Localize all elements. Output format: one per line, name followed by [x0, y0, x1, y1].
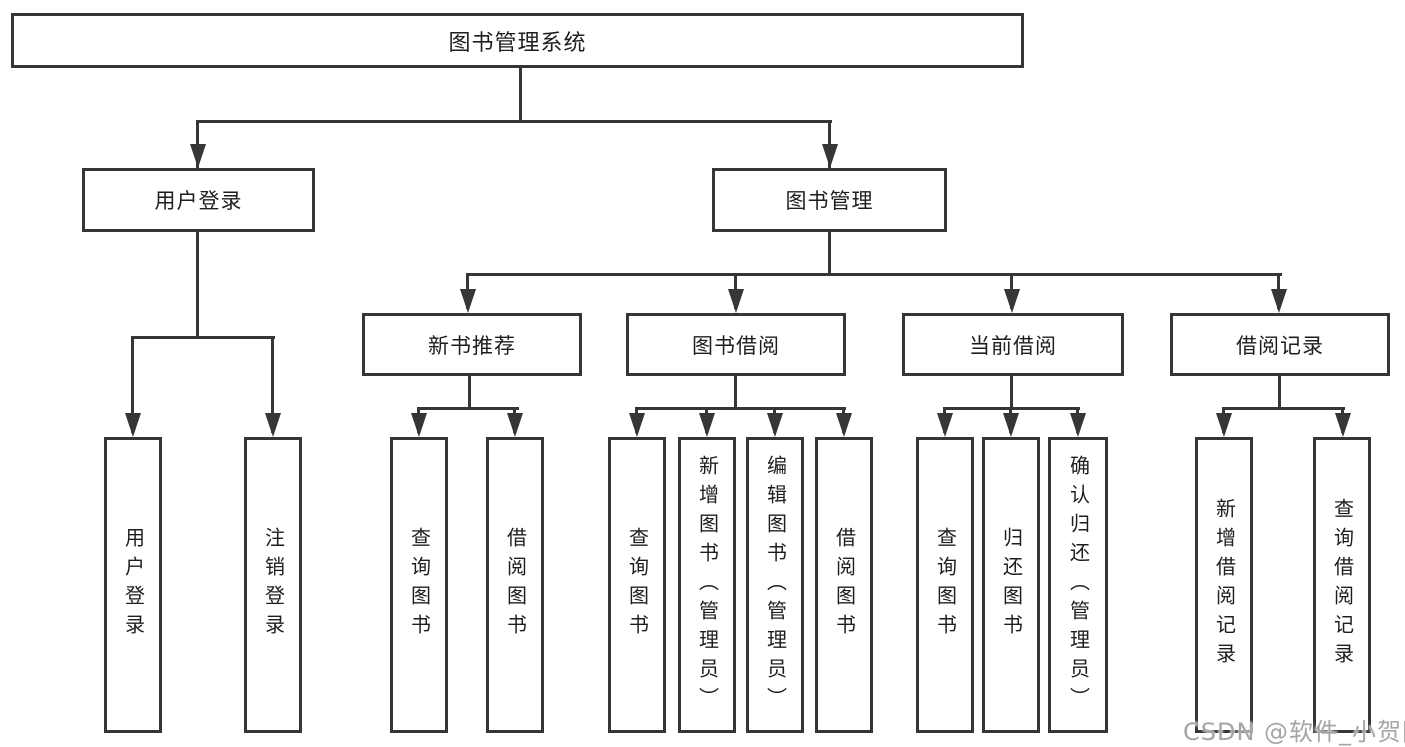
connector-line: [1222, 407, 1345, 410]
arrow-down-icon: [1004, 289, 1020, 313]
node-new-book-recommend: 新书推荐: [362, 313, 582, 376]
connector-line: [468, 376, 471, 409]
connector-line: [131, 336, 275, 339]
connector-line: [1278, 376, 1281, 409]
leaf-add-books-admin: 新增图书（管理员）: [678, 437, 736, 733]
leaf-edit-books-admin: 编辑图书（管理员）: [746, 437, 804, 733]
arrow-down-icon: [125, 413, 141, 437]
arrow-down-icon: [1271, 289, 1287, 313]
node-library-system: 图书管理系统: [11, 13, 1024, 68]
leaf-query-books-recommend: 查询图书: [390, 437, 448, 733]
leaf-query-books-current: 查询图书: [916, 437, 974, 733]
leaf-label: 注销登录: [261, 527, 286, 643]
leaf-label: 查询借阅记录: [1330, 498, 1355, 672]
leaf-return-books: 归还图书: [982, 437, 1040, 733]
arrow-down-icon: [265, 413, 281, 437]
connector-line: [466, 273, 1282, 276]
leaf-add-borrow-record: 新增借阅记录: [1195, 437, 1253, 733]
leaf-label: 归还图书: [999, 527, 1024, 643]
node-current-borrowing: 当前借阅: [902, 313, 1124, 376]
leaf-logout: 注销登录: [244, 437, 302, 733]
leaf-user-login: 用户登录: [104, 437, 162, 733]
leaf-borrow-books: 借阅图书: [815, 437, 873, 733]
arrow-down-icon: [1070, 413, 1086, 437]
arrow-down-icon: [1335, 413, 1351, 437]
node-book-borrowing: 图书借阅: [626, 313, 846, 376]
arrow-down-icon: [1216, 413, 1232, 437]
leaf-label: 查询图书: [407, 527, 432, 643]
connector-line: [196, 232, 199, 338]
arrow-down-icon: [699, 413, 715, 437]
connector-line: [271, 336, 274, 433]
node-user-login: 用户登录: [82, 168, 315, 232]
leaf-label: 借阅图书: [832, 527, 857, 643]
arrow-down-icon: [460, 289, 476, 313]
leaf-borrow-books-recommend: 借阅图书: [486, 437, 544, 733]
connector-line: [635, 407, 846, 410]
csdn-watermark: CSDN @软件_小贺同学: [1183, 718, 1405, 746]
arrow-down-icon: [1003, 413, 1019, 437]
leaf-label: 新增图书（管理员）: [695, 454, 720, 716]
connector-line: [828, 232, 831, 275]
leaf-label: 确认归还（管理员）: [1066, 454, 1091, 716]
arrow-down-icon: [836, 413, 852, 437]
leaf-label: 用户登录: [121, 527, 146, 643]
leaf-label: 查询图书: [933, 527, 958, 643]
node-borrowing-records: 借阅记录: [1170, 313, 1390, 376]
arrow-down-icon: [767, 413, 783, 437]
arrow-down-icon: [728, 289, 744, 313]
arrow-down-icon: [411, 413, 427, 437]
leaf-label: 新增借阅记录: [1212, 498, 1237, 672]
arrow-down-icon: [507, 413, 523, 437]
node-book-management: 图书管理: [712, 168, 947, 232]
connector-line: [417, 407, 519, 410]
connector-line: [519, 68, 522, 123]
arrow-down-icon: [822, 144, 838, 168]
arrow-down-icon: [629, 413, 645, 437]
arrow-down-icon: [190, 144, 206, 168]
leaf-label: 查询图书: [625, 527, 650, 643]
leaf-label: 编辑图书（管理员）: [763, 454, 788, 716]
connector-line: [1010, 376, 1013, 409]
connector-line: [131, 336, 134, 433]
arrow-down-icon: [937, 413, 953, 437]
connector-line: [734, 376, 737, 409]
leaf-query-borrow-record: 查询借阅记录: [1313, 437, 1371, 733]
connector-line: [196, 120, 832, 123]
leaf-query-books-borrowing: 查询图书: [608, 437, 666, 733]
leaf-confirm-return-admin: 确认归还（管理员）: [1048, 437, 1108, 733]
leaf-label: 借阅图书: [503, 527, 528, 643]
